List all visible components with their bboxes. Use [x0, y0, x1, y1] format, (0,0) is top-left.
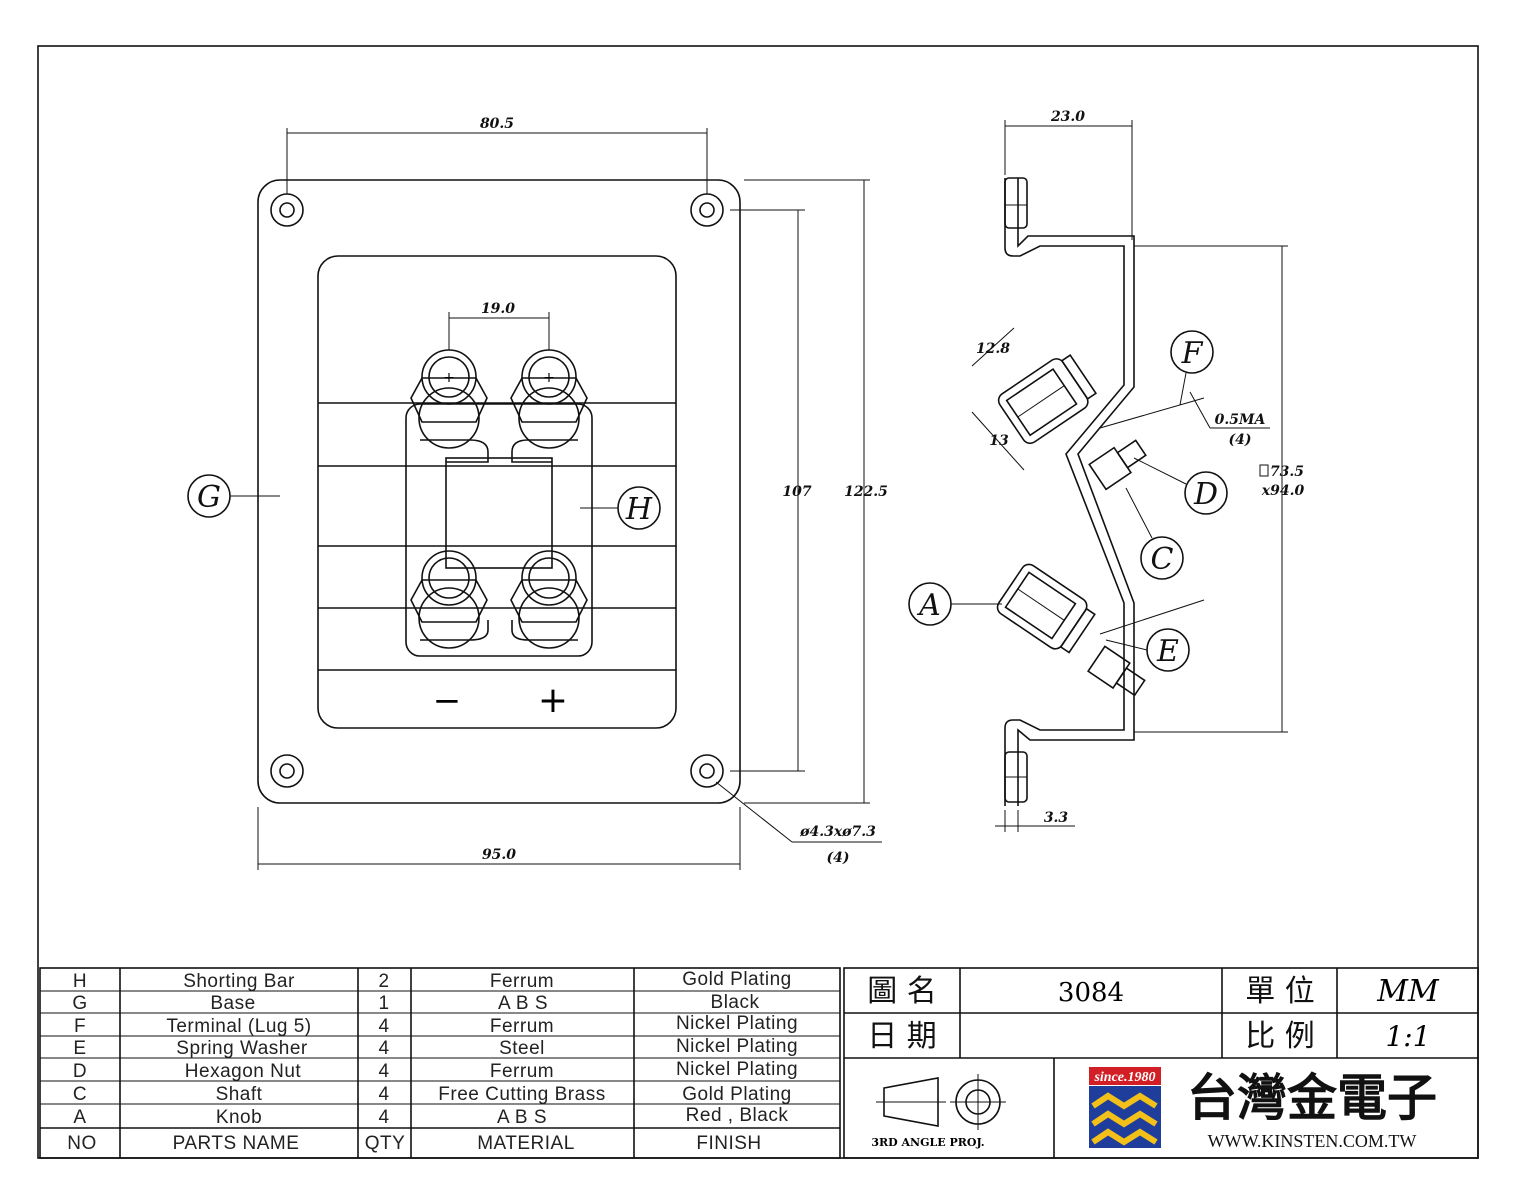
label-H: H [625, 492, 653, 527]
lower-nut [1087, 645, 1146, 697]
terminal-cup [405, 403, 593, 657]
table-header-name: PARTS NAME [173, 1133, 300, 1154]
table-row-e-name: Spring Washer [176, 1038, 308, 1059]
company-url: WWW.KINSTEN.COM.TW [1208, 1131, 1417, 1151]
name-value: 3084 [1058, 978, 1124, 1008]
dim-width: 95.0 [482, 847, 516, 863]
base-plate [257, 179, 741, 804]
hole-note: ø4.3xø7.3 [799, 824, 876, 840]
side-view: 23.0 12.8 13 0.5MA (4) 73.5 x94.0 3.3 F … [908, 109, 1305, 832]
table-row-f-name: Terminal (Lug 5) [166, 1016, 311, 1037]
table-row-d-name: Hexagon Nut [185, 1061, 302, 1082]
table-row-h-no: H [73, 971, 87, 992]
date-label: 日 期 [867, 1019, 937, 1054]
table-header-finish: FINISH [696, 1133, 761, 1154]
table-row-g-qty: 1 [378, 993, 389, 1014]
table-row-d-qty: 4 [378, 1061, 389, 1082]
dim-13: 13 [989, 433, 1009, 449]
front-view: + + − + 80.5 19.0 107 122.5 95.0 ø4.3xø7… [187, 116, 888, 870]
dim-hex: 12.8 [976, 341, 1010, 357]
polarity-plus: + [538, 680, 568, 721]
table-row-d-finish: Nickel Plating [676, 1059, 798, 1080]
table-header-qty: QTY [365, 1133, 406, 1154]
dim-flange: 3.3 [1044, 810, 1069, 826]
table-row-h-qty: 2 [378, 971, 389, 992]
table-row-c-name: Shaft [216, 1084, 263, 1105]
polarity-minus: − [433, 681, 462, 721]
table-row-d-material: Ferrum [490, 1061, 554, 1082]
table-row-c-finish: Gold Plating [682, 1084, 792, 1105]
table-row-h-name: Shorting Bar [183, 971, 295, 992]
hole-qty: (4) [827, 850, 850, 866]
table-row-f-finish: Nickel Plating [676, 1013, 798, 1034]
table-row-c-no: C [73, 1084, 87, 1105]
label-D: D [1193, 477, 1218, 512]
table-header-no: NO [67, 1133, 97, 1154]
table-row-a-finish: Red , Black [686, 1105, 789, 1126]
name-label: 圖 名 [867, 974, 937, 1009]
unit-label: 單 位 [1245, 974, 1315, 1009]
square-symbol-icon [1259, 464, 1269, 477]
shorting-bar-top [420, 439, 489, 463]
table-row-e-finish: Nickel Plating [676, 1036, 798, 1057]
dim-lug-qty: (4) [1229, 432, 1252, 448]
label-G: G [197, 480, 221, 515]
title-block: 圖 名 3084 單 位 MM 日 期 比 例 1:1 3RD ANGLE PR… [843, 967, 1479, 1159]
cutout-1: 73.5 [1270, 464, 1304, 480]
label-E: E [1156, 634, 1179, 669]
unit-value: MM [1376, 974, 1440, 1009]
company-logo: since.1980 [1089, 1067, 1161, 1148]
table-row-d-no: D [73, 1061, 87, 1082]
table-row-c-material: Free Cutting Brass [438, 1084, 605, 1105]
table-row-f-qty: 4 [378, 1016, 389, 1037]
dim-depth: 23.0 [1050, 109, 1085, 125]
table-row-h-material: Ferrum [490, 971, 554, 992]
third-angle-projection-icon [876, 1074, 1006, 1130]
upper-nut [1088, 439, 1147, 491]
lower-knob [996, 563, 1096, 654]
table-row-e-material: Steel [499, 1038, 545, 1059]
label-A: A [916, 588, 941, 623]
table-row-g-material: A B S [498, 993, 548, 1014]
label-C: C [1151, 542, 1174, 577]
table-row-e-qty: 4 [378, 1038, 389, 1059]
dim-post-spacing: 19.0 [481, 301, 515, 317]
table-row-g-no: G [72, 993, 87, 1014]
table-row-g-finish: Black [711, 992, 760, 1013]
table-row-a-name: Knob [216, 1107, 262, 1128]
recessed-panel [317, 255, 677, 729]
table-row-f-no: F [74, 1016, 86, 1037]
table-row-h-finish: Gold Plating [682, 969, 792, 990]
binding-posts [410, 349, 588, 649]
company-name: 台灣金電子 [1187, 1068, 1437, 1127]
table-row-g-name: Base [210, 993, 255, 1014]
logo-since: since.1980 [1093, 1070, 1155, 1085]
dim-top: 80.5 [480, 116, 514, 132]
table-row-f-material: Ferrum [490, 1016, 554, 1037]
table-row-a-material: A B S [497, 1107, 547, 1128]
projection-label: 3RD ANGLE PROJ. [871, 1136, 984, 1149]
table-header-material: MATERIAL [477, 1133, 575, 1154]
mounting-holes [270, 193, 724, 788]
parts-table: H Shorting Bar 2 Ferrum Gold Plating G B… [39, 967, 841, 1159]
upper-knob [997, 354, 1098, 445]
dim-lug: 0.5MA [1215, 412, 1266, 428]
table-row-e-no: E [73, 1038, 86, 1059]
post-plus-2: + [543, 370, 555, 386]
label-F: F [1181, 336, 1204, 371]
dim-outer-height: 122.5 [844, 484, 888, 500]
table-row-a-no: A [73, 1107, 86, 1128]
table-row-a-qty: 4 [378, 1107, 389, 1128]
scale-label: 比 例 [1245, 1019, 1315, 1054]
dim-inner-height: 107 [782, 484, 811, 500]
cutout-2: x94.0 [1261, 483, 1305, 499]
table-row-c-qty: 4 [378, 1084, 389, 1105]
scale-value: 1:1 [1385, 1020, 1430, 1053]
post-plus-1: + [443, 370, 455, 386]
